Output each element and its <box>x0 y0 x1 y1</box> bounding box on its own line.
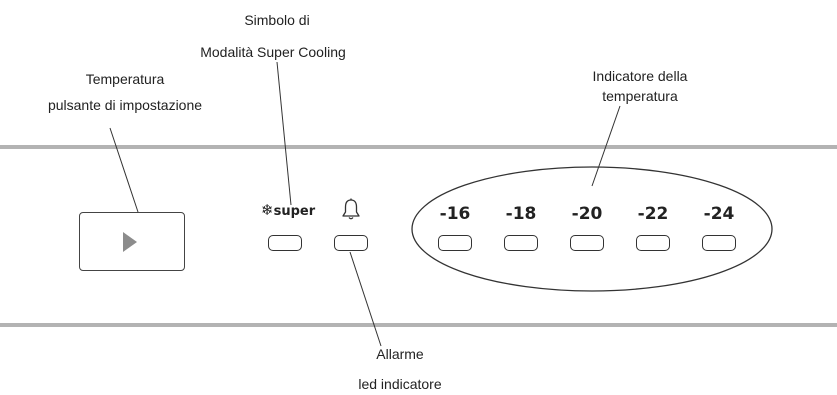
temp-button-label-line1: Temperatura <box>85 71 165 87</box>
super-text: super <box>273 204 316 219</box>
panel-bottom-rule <box>0 323 837 327</box>
temp-button-label-line2: pulsante di impostazione <box>47 97 203 113</box>
temp-label-3: -20 <box>571 204 603 224</box>
temperature-setting-button[interactable] <box>79 212 185 271</box>
temp-led-2 <box>504 235 538 251</box>
temp-led-5 <box>702 235 736 251</box>
super-symbol-leader <box>276 61 292 206</box>
temp-indicator-ellipse <box>411 166 773 292</box>
snowflake-icon: ❄ <box>261 201 274 219</box>
temp-indicator-leader <box>591 105 621 187</box>
temp-label-2: -18 <box>505 204 537 224</box>
temp-led-1 <box>438 235 472 251</box>
super-cooling-led <box>268 235 302 251</box>
temp-label-5: -24 <box>703 204 735 224</box>
alarm-led <box>334 235 368 251</box>
bell-icon <box>342 198 360 220</box>
super-symbol-label-line2: Modalità Super Cooling <box>200 44 346 60</box>
temp-label-1: -16 <box>439 204 471 224</box>
alarm-label-line1: Allarme <box>376 346 424 362</box>
play-triangle-icon <box>123 232 137 252</box>
super-symbol-label-line1: Simbolo di <box>244 12 310 28</box>
temp-led-3 <box>570 235 604 251</box>
alarm-label-line2: led indicatore <box>358 376 442 392</box>
alarm-leader <box>349 251 382 347</box>
super-cooling-symbol: ❄super <box>261 201 315 219</box>
temp-indicator-label-line2: temperatura <box>602 88 678 104</box>
temp-button-leader <box>109 127 139 213</box>
panel-top-rule <box>0 145 837 149</box>
temp-led-4 <box>636 235 670 251</box>
temp-indicator-label-line1: Indicatore della <box>592 68 688 84</box>
temp-label-4: -22 <box>637 204 669 224</box>
